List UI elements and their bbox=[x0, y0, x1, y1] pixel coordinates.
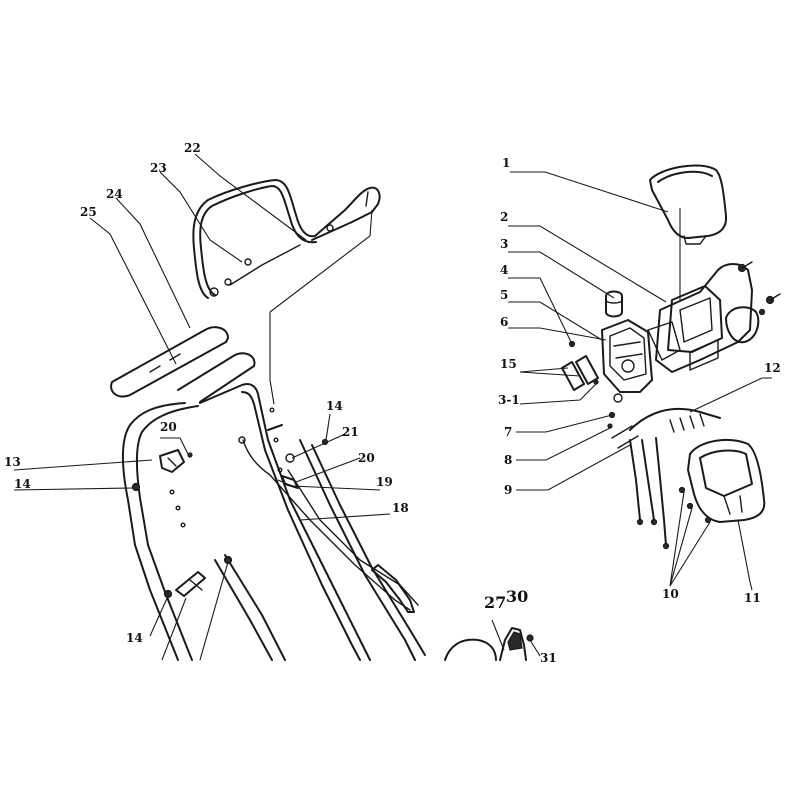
callout-22: 22 bbox=[184, 141, 201, 155]
callout-3: 3 bbox=[500, 237, 508, 251]
callout-18: 18 bbox=[392, 501, 409, 515]
callout-27: 27 bbox=[484, 593, 506, 612]
springs-and-pins bbox=[561, 340, 623, 429]
callout-13: 13 bbox=[4, 455, 21, 469]
housing-screws bbox=[737, 261, 781, 316]
callout-4: 4 bbox=[500, 263, 508, 277]
callout-23: 23 bbox=[150, 161, 167, 175]
callout-2: 2 bbox=[500, 210, 508, 224]
bottom-blank-area bbox=[0, 662, 800, 800]
lower-parts-partial bbox=[444, 627, 534, 661]
callout-19: 19 bbox=[376, 475, 393, 489]
callout-14-left: 14 bbox=[14, 477, 31, 491]
callout-1: 1 bbox=[502, 156, 510, 170]
callout-6: 6 bbox=[500, 315, 508, 329]
callout-10: 10 bbox=[662, 587, 679, 601]
callout-25: 25 bbox=[80, 205, 97, 219]
callout-24: 24 bbox=[106, 187, 123, 201]
switch-block bbox=[601, 290, 653, 393]
callout-21: 21 bbox=[342, 425, 359, 439]
callout-11: 11 bbox=[744, 591, 761, 605]
callout-20-left: 20 bbox=[160, 420, 177, 434]
callout-9: 9 bbox=[504, 483, 512, 497]
callout-labels: 1 2 3 4 5 6 15 3-1 7 8 9 12 10 11 22 23 … bbox=[4, 141, 781, 665]
top-cover bbox=[649, 164, 728, 245]
callout-20-right: 20 bbox=[358, 451, 375, 465]
leader-lines bbox=[13, 153, 772, 661]
callout-15: 15 bbox=[500, 357, 517, 371]
callout-30: 30 bbox=[506, 587, 528, 606]
callout-14-lower: 14 bbox=[126, 631, 143, 645]
wire-harness bbox=[611, 407, 721, 550]
callout-31: 31 bbox=[540, 651, 557, 665]
callout-8: 8 bbox=[504, 453, 512, 467]
control-housing bbox=[647, 263, 760, 373]
callout-5: 5 bbox=[500, 288, 508, 302]
upper-handle bbox=[122, 383, 371, 661]
callout-3-1: 3-1 bbox=[498, 393, 520, 407]
handle-grips bbox=[110, 326, 256, 403]
lower-housing bbox=[678, 438, 766, 524]
callout-7: 7 bbox=[504, 425, 512, 439]
bail-bar bbox=[192, 179, 381, 299]
callout-12: 12 bbox=[764, 361, 781, 375]
control-cables bbox=[238, 436, 419, 613]
callout-14-upper: 14 bbox=[326, 399, 343, 413]
